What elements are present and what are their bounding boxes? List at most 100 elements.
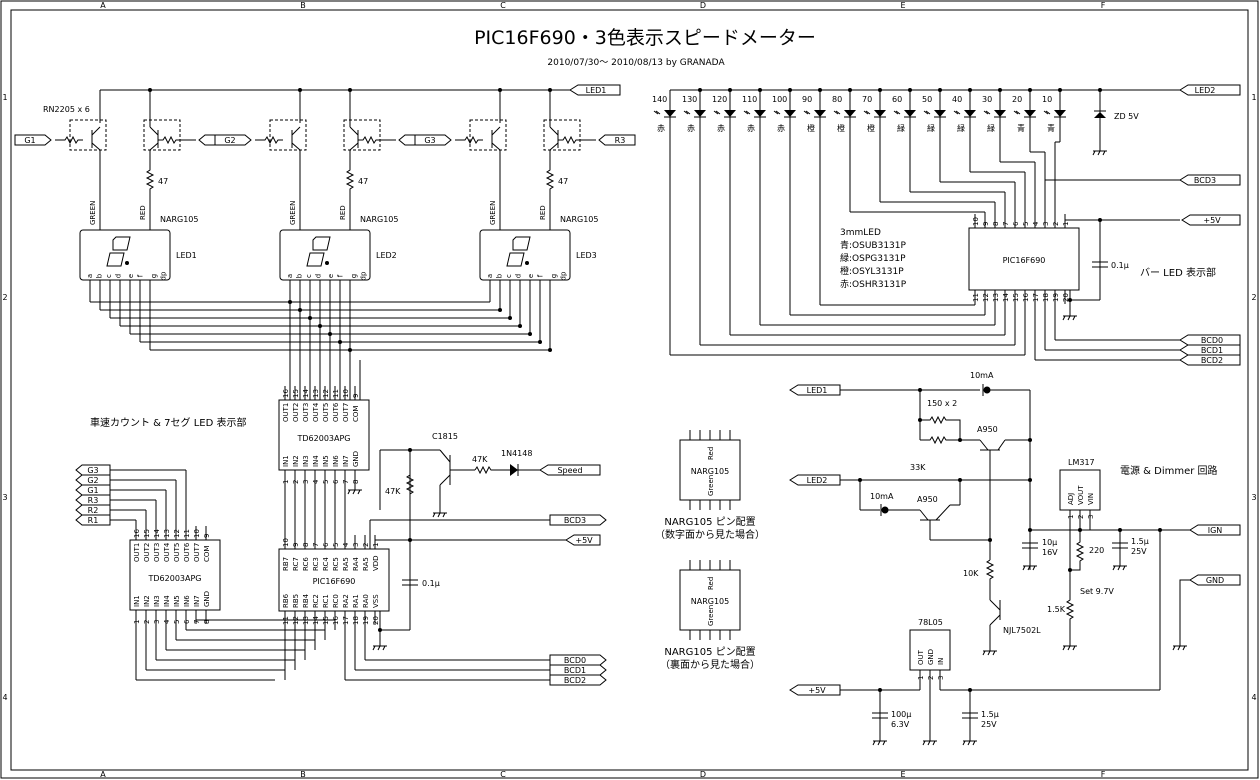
pin-number: 15 (292, 389, 300, 398)
led-icon (694, 110, 706, 117)
green-wire-label: GREEN (289, 201, 297, 225)
light-emission-icon (713, 110, 721, 115)
segment-pin-label: dp (360, 271, 368, 280)
seven-seg-display (479, 229, 571, 281)
bar-led-color: 青 (1017, 123, 1025, 133)
pin-number: 16 (282, 389, 290, 398)
seg-section-label: 車速カウント & 7セグ LED 表示部 (90, 416, 246, 429)
junction-dot (848, 88, 852, 92)
net-label-g2: G2 (87, 476, 98, 485)
display-name-label: LED3 (576, 251, 597, 260)
seg-unit-1: 47GREENREDNARG105G1R1abcdefgdpLED1 (14, 88, 236, 281)
pin-name: RC4 (322, 557, 330, 571)
pin-name: RC1 (322, 594, 330, 608)
pin-name: RC5 (332, 557, 340, 571)
red-wire-label: RED (139, 205, 147, 220)
net-label-bcd0-left: BCD0 (564, 656, 586, 665)
decimal-point (125, 261, 129, 265)
net-label-bcd3-bar: BCD3 (1194, 176, 1216, 185)
78l05-pin-name: OUT (917, 649, 925, 665)
pin-name: IN3 (302, 455, 310, 467)
pin-name: RC6 (302, 557, 310, 571)
net-label-bcd2-bar: BCD2 (1201, 356, 1223, 365)
crd1-label: 10mA (970, 371, 994, 380)
pin-number: 14 (302, 389, 310, 398)
pin-number: 13 (163, 529, 171, 538)
resistor-47 (545, 150, 555, 230)
ground-icon (1112, 565, 1127, 571)
column-label-bottom: C (500, 770, 506, 779)
crd2-label: 10mA (870, 492, 894, 501)
pin-number: 12 (173, 529, 181, 538)
pullup-resistor-label: 47K (385, 487, 401, 496)
pin-number: 6 (1012, 221, 1020, 226)
net-label-r3: R3 (88, 496, 99, 505)
pin-name: VDD (372, 555, 380, 571)
green-wire-label: GREEN (89, 201, 97, 225)
net-label-led1: LED1 (586, 86, 607, 95)
bar-led-speed: 130 (682, 95, 697, 104)
seven-seg-display (79, 229, 171, 281)
pin-number: 1 (282, 480, 290, 484)
pin-number: 17 (342, 616, 350, 625)
junction-dot (498, 308, 502, 312)
net-label-led2: LED2 (1195, 86, 1216, 95)
segment-pin-label: a (86, 274, 94, 278)
light-emission-icon (923, 110, 931, 115)
column-label-top: A (100, 1, 106, 10)
pin-number: 19 (1052, 293, 1060, 302)
bar-led-color: 緑 (987, 123, 995, 133)
led-icon (814, 110, 826, 117)
pin-name: IN7 (342, 455, 350, 467)
light-emission-icon (803, 110, 811, 115)
lm317-pin-name: VIN (1087, 493, 1095, 505)
column-label-top: C (500, 1, 506, 10)
r220-label: 220 (1089, 546, 1104, 555)
pin-number: 13 (992, 293, 1000, 302)
pin-number: 17 (1032, 293, 1040, 302)
decimal-point (525, 261, 529, 265)
ground-icon (1092, 150, 1107, 156)
bar-led-section: LED2 ZD 5V 140赤130赤120赤110赤100赤90橙80橙70橙… (652, 84, 1241, 366)
resistor-47 (145, 150, 155, 230)
net-port-speed (539, 464, 601, 476)
pin-number: 7 (193, 620, 201, 624)
resistor-47-label: 47 (558, 177, 568, 186)
pin-number: 2 (1052, 222, 1060, 226)
bar-led-speed: 140 (652, 95, 667, 104)
pin-number: 7 (312, 543, 320, 547)
resistor-47-label: 47 (158, 177, 168, 186)
pin-number: 11 (332, 389, 340, 398)
digit-glyph (306, 236, 331, 267)
net-port-r3 (598, 134, 636, 146)
bar-led-70: 70橙 (862, 88, 886, 133)
net-port-ign (1189, 524, 1241, 536)
pin-name: OUT5 (173, 543, 181, 562)
segment-pin-label: f (537, 274, 545, 277)
pin-number: 10 (972, 217, 980, 226)
bar-led-speed: 90 (802, 95, 812, 104)
light-emission-icon (743, 110, 751, 115)
pin-number: 13 (302, 616, 310, 625)
pin-number: 8 (992, 222, 1000, 226)
bar-led-80: 80橙 (832, 88, 856, 133)
bar-led-color: 赤 (747, 124, 755, 133)
pin-number: 8 (302, 543, 310, 547)
pin-name: IN3 (153, 595, 161, 607)
ground-icon (432, 512, 447, 518)
net-label-bcd2-left: BCD2 (564, 676, 586, 685)
led-icon (784, 110, 796, 117)
pin-name: RC0 (332, 594, 340, 608)
base-resistor (558, 135, 596, 145)
row-label-left: 1 (2, 93, 7, 102)
c100u-value: 100μ (891, 710, 911, 719)
bar-led-color: 橙 (837, 123, 845, 133)
phototransistor-label: NJL7502L (1003, 626, 1041, 635)
pin-name: IN1 (133, 595, 141, 607)
pin-number: 1 (133, 620, 141, 624)
pin-number: 8 (203, 620, 211, 624)
led-icon (844, 110, 856, 117)
